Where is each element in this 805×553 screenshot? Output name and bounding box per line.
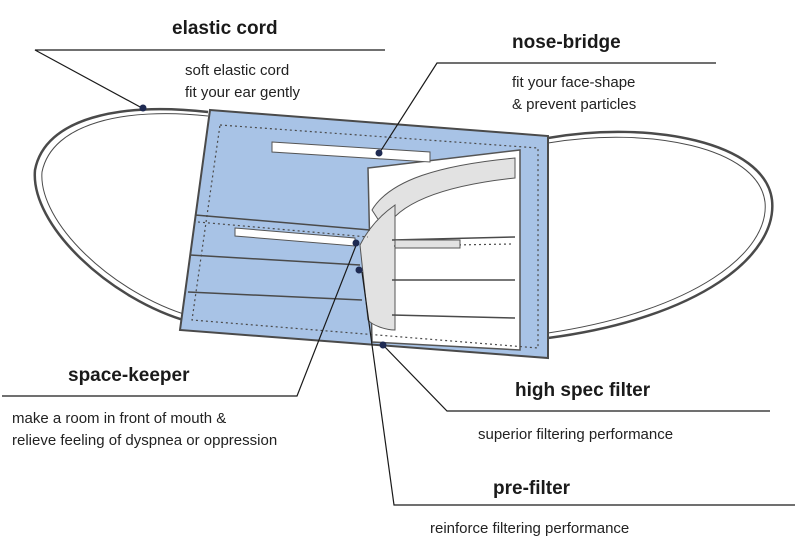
- left-ear-loop: [33, 107, 209, 324]
- space-keeper-title: space-keeper: [68, 365, 190, 386]
- high-spec-filter-title: high spec filter: [515, 380, 651, 401]
- nose-bridge-desc: fit your face-shape & prevent particles: [512, 72, 636, 116]
- right-ear-loop-inner: [547, 136, 766, 334]
- elastic-cord-desc: soft elastic cord fit your ear gently: [185, 60, 300, 104]
- space-keeper-strip-right: [394, 239, 461, 249]
- marker-pre-filter: [355, 266, 363, 274]
- elastic-cord-desc-line-1: soft elastic cord: [185, 62, 290, 79]
- high-spec-filter-desc-line-1: superior filtering performance: [478, 426, 674, 443]
- nose-bridge-title: nose-bridge: [512, 32, 621, 53]
- space-keeper-desc-line-1: make a room in front of mouth &: [12, 410, 227, 427]
- right-ear-loop: [547, 130, 774, 340]
- pre-filter-title: pre-filter: [493, 478, 571, 499]
- leader-pre-filter: [361, 271, 795, 506]
- filter-layer-inner: [359, 204, 396, 331]
- mask-body: [178, 108, 549, 360]
- marker-elastic-cord: [139, 104, 147, 112]
- high-spec-filter-desc: superior filtering performance: [478, 424, 673, 446]
- stitching: [191, 124, 539, 349]
- leader-nose-bridge: [379, 62, 716, 153]
- elastic-cord-title: elastic cord: [172, 18, 278, 39]
- nose-bridge-desc-line-1: fit your face-shape: [512, 74, 636, 91]
- marker-high-spec-filter: [379, 341, 387, 349]
- marker-nose-bridge: [375, 149, 383, 157]
- marker-space-keeper: [352, 239, 360, 247]
- space-keeper-desc: make a room in front of mouth & relieve …: [12, 408, 277, 452]
- pre-filter-desc: reinforce filtering performance: [430, 518, 629, 540]
- filter-layer-outer: [371, 157, 516, 232]
- left-ear-loop-inner: [41, 113, 209, 317]
- pre-filter-desc-line-1: reinforce filtering performance: [430, 520, 630, 537]
- elastic-cord-desc-line-2: fit your ear gently: [185, 84, 301, 101]
- nose-bridge-strip: [271, 141, 431, 163]
- leader-high-spec-filter: [382, 344, 770, 412]
- leader-lines: [2, 49, 795, 506]
- leader-space-keeper: [2, 242, 358, 397]
- marker-dots: [139, 104, 387, 349]
- leader-elastic-cord: [34, 49, 385, 109]
- ear-loops: [33, 107, 774, 340]
- nose-bridge-desc-line-2: & prevent particles: [512, 96, 637, 113]
- space-keeper-desc-line-2: relieve feeling of dyspnea or oppression: [12, 432, 278, 449]
